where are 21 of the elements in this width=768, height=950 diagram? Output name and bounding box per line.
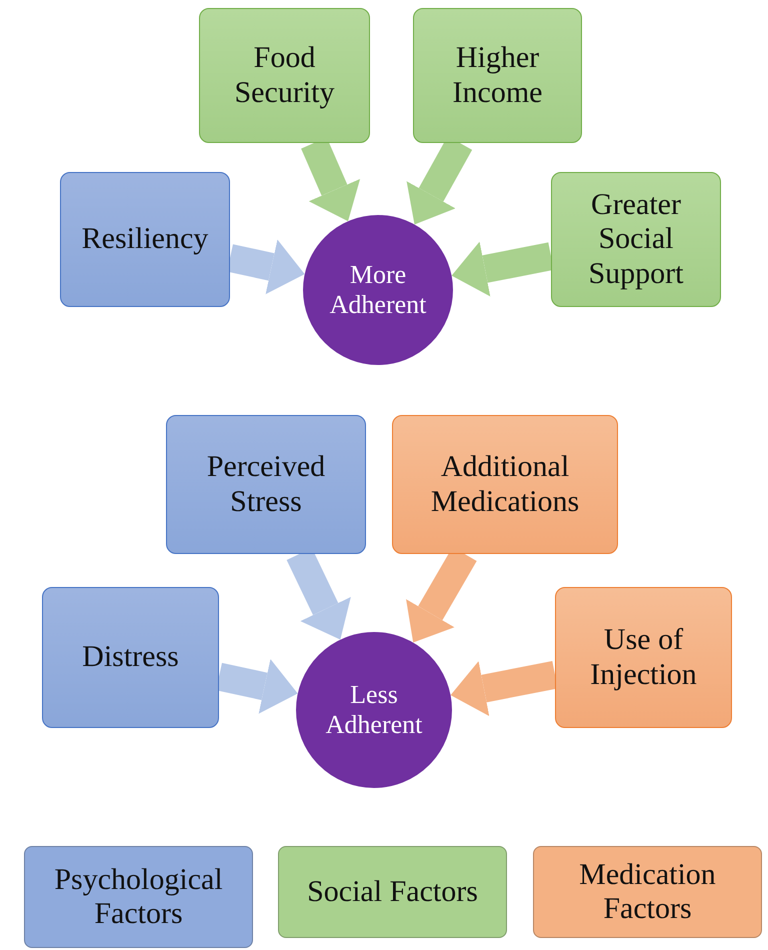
factor-box bbox=[199, 8, 370, 143]
factor-box bbox=[60, 172, 230, 307]
factor-box bbox=[42, 587, 219, 728]
factor-box bbox=[555, 587, 732, 728]
factor-label: Perceived Stress bbox=[206, 450, 326, 519]
legend-label: Medication Factors bbox=[578, 858, 717, 926]
factor-label: Resiliency bbox=[82, 222, 208, 257]
factor-label: Distress bbox=[82, 640, 179, 675]
factor-label: Higher Income bbox=[452, 41, 544, 110]
factor-box bbox=[551, 172, 721, 307]
factor-box bbox=[166, 415, 366, 554]
outcome-label: More Adherent bbox=[328, 260, 428, 320]
factor-label: Additional Medications bbox=[430, 450, 580, 519]
legend-label: Psychological Factors bbox=[53, 862, 224, 932]
factor-label: Food Security bbox=[234, 41, 336, 110]
outcome-label: Less Adherent bbox=[324, 680, 424, 740]
factor-box bbox=[392, 415, 618, 554]
legend-label: Social Factors bbox=[307, 874, 478, 910]
factor-box bbox=[413, 8, 582, 143]
factor-label: Use of Injection bbox=[589, 623, 698, 692]
factor-label: Greater Social Support bbox=[587, 188, 684, 292]
